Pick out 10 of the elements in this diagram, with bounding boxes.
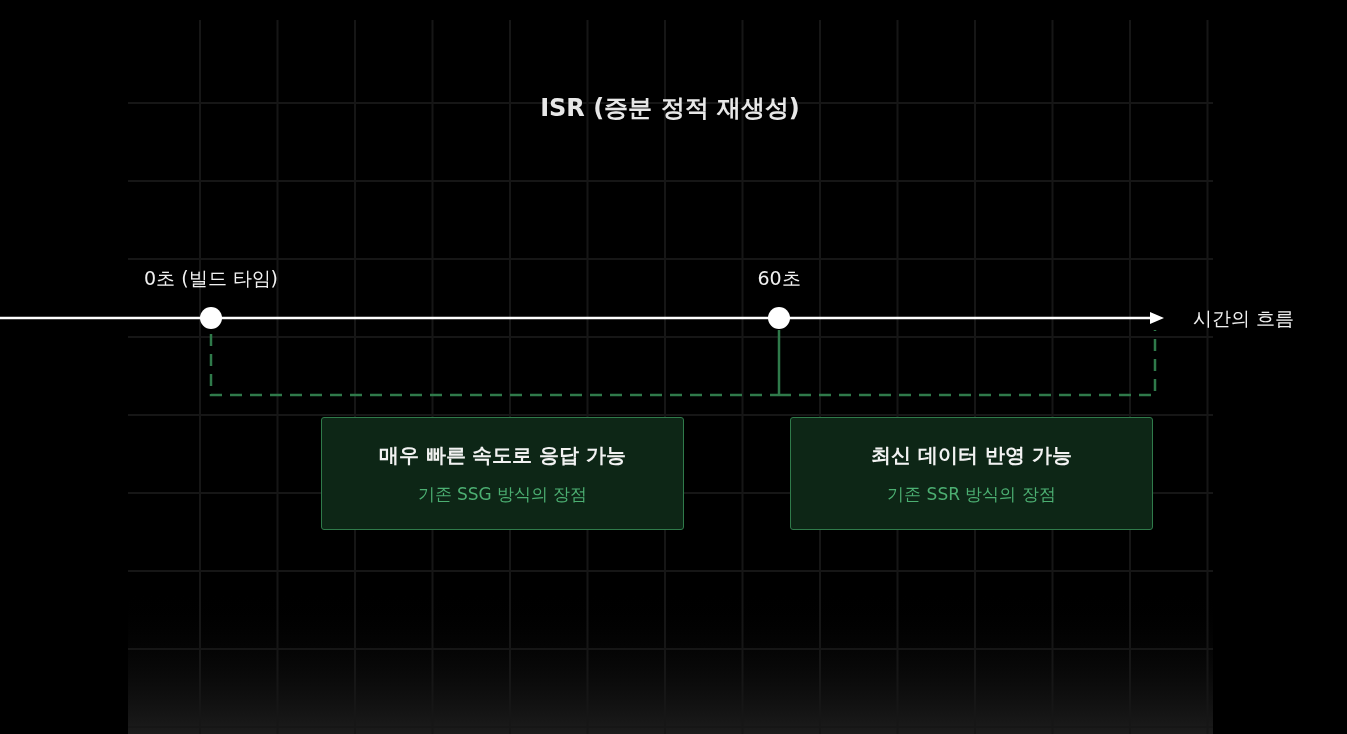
diagram-title: ISR (증분 정적 재생성)	[539, 93, 801, 124]
time-label: 0초 (빌드 타임)	[144, 266, 278, 291]
info-card	[321, 417, 684, 530]
card-subtitle: 기존 SSR 방식의 장점	[887, 482, 1056, 506]
card-heading: 매우 빠른 속도로 응답 가능	[378, 441, 627, 469]
time-label: 60초	[757, 266, 801, 291]
card-heading: 최신 데이터 반영 가능	[871, 441, 1072, 469]
info-card	[790, 417, 1153, 530]
card-subtitle: 기존 SSG 방식의 장점	[417, 482, 588, 506]
axis-label: 시간의 흐름	[1193, 306, 1295, 331]
